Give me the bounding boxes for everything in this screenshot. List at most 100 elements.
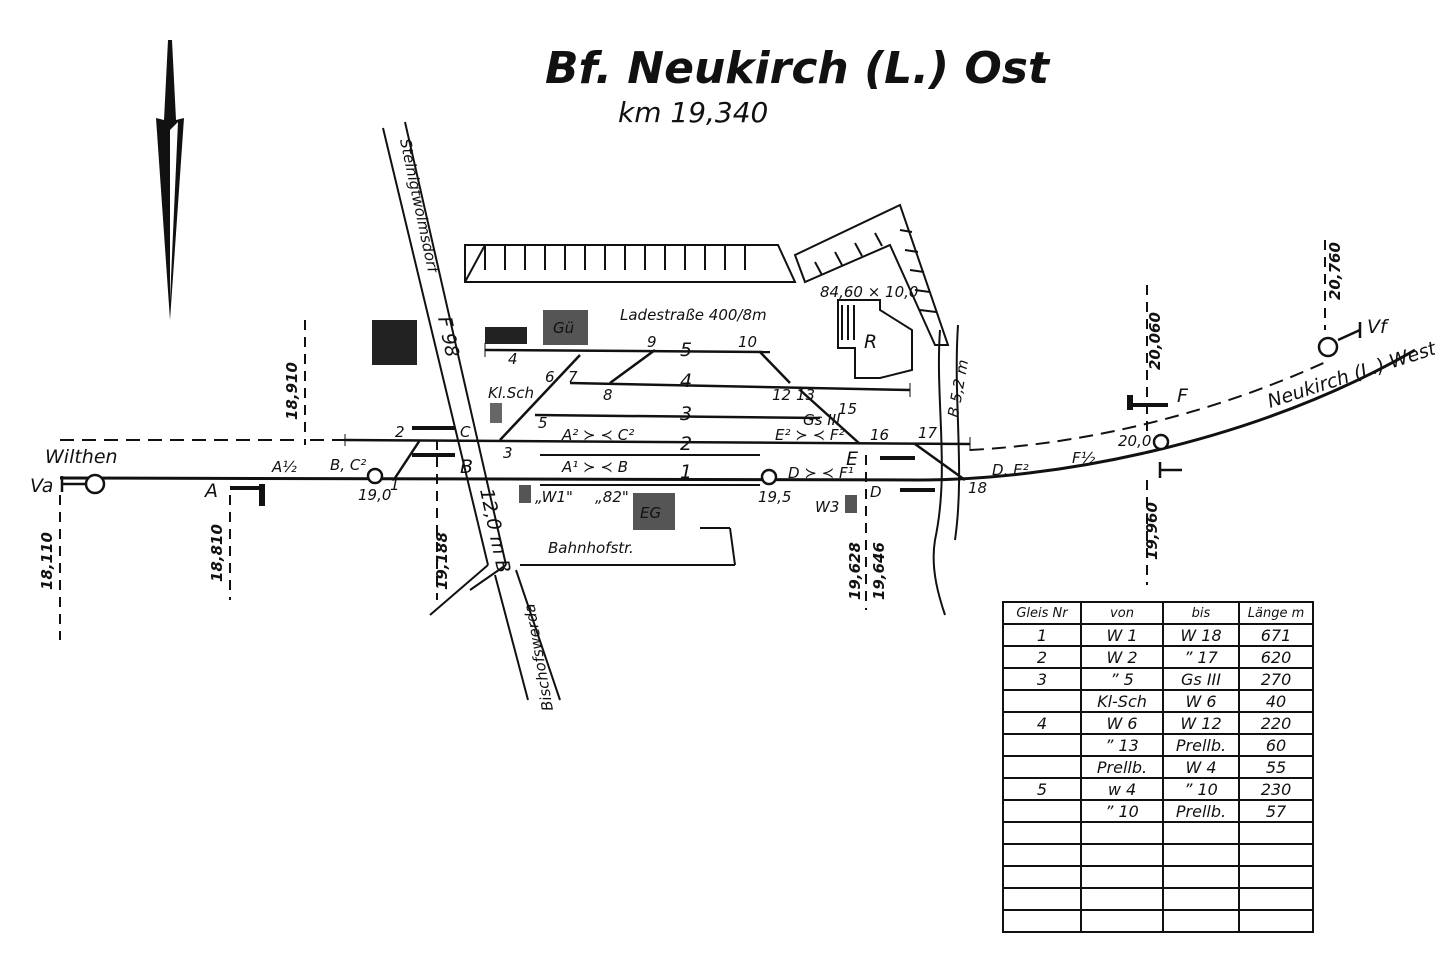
signal-symbols [60,322,1362,506]
label-steinigtwolmsdorf: Steinigtwolmsdorf [396,137,442,276]
table-cell: 2 [1002,645,1082,669]
table-cell [1162,887,1240,911]
label-w3: W3 [815,498,839,516]
table-cell [1162,865,1240,889]
table-cell [1002,733,1082,757]
km-19646: 19,646 [870,542,888,600]
buildings [372,310,857,530]
table-cell: 60 [1238,733,1314,757]
table-cell: 270 [1238,667,1314,691]
label-warehouse: 84,60 × 10,0 [820,283,918,301]
signal-e: E [846,448,858,470]
table-cell [1238,843,1314,867]
signal-b-c2: B, C² [330,456,366,474]
label-wilthen: Wilthen [45,446,118,468]
signal-va: Va [30,475,53,497]
table-cell: 230 [1238,777,1314,801]
station-km: km 19,340 [618,96,768,129]
switch-labels: 1 2 3 4 5 6 7 8 9 10 12 13 15 16 17 18 [390,333,987,497]
table-cell [1080,843,1164,867]
col-bis: bis [1162,601,1240,625]
table-cell: W 4 [1162,755,1240,779]
signal-a-half: A½ [271,458,297,476]
switch-8: 8 [603,386,613,404]
km-ticks [59,240,1326,640]
km-18810: 18,810 [208,524,226,582]
table-cell [1238,887,1314,911]
table-cell [1162,821,1240,845]
table-cell: 1 [1002,623,1082,647]
col-laenge: Länge m [1238,601,1314,625]
table-cell: 3 [1002,667,1082,691]
switch-15: 15 [838,400,857,418]
label-bridge-12: 12,0 m B [475,486,514,575]
table-cell [1002,887,1082,911]
table-cell [1238,821,1314,845]
km-19188: 19,188 [433,532,451,590]
signal-d: D [870,483,882,501]
label-neukirch-west: Neukirch (L.) West [1265,337,1435,413]
signal-vf: Vf [1367,316,1390,338]
signal-f: F [1177,385,1189,407]
signal-a: A [203,480,218,502]
km-18110: 18,110 [38,532,56,590]
table-cell: Kl-Sch [1080,689,1164,713]
switch-13: 13 [796,386,815,404]
track-number-4: 4 [680,370,692,392]
table-cell: 4 [1002,711,1082,735]
table-cell: Prellb. [1162,799,1240,823]
goods-shed [837,299,913,379]
km-19628: 19,628 [846,542,864,600]
label-b82: „82" [595,488,629,506]
table-cell [1002,865,1082,889]
label-eg: EG [640,504,661,522]
table-cell [1002,799,1082,823]
table-row [1002,865,1314,889]
table-cell: ” 17 [1162,645,1240,669]
table-row [1002,821,1314,845]
table-cell: 55 [1238,755,1314,779]
switch-17: 17 [918,424,938,442]
road-f98 [382,121,736,701]
table-header-row: Gleis Nr von bis Länge m [1002,601,1314,625]
signal-c: C [460,423,471,441]
switch-9: 9 [647,333,657,351]
km-20760: 20,760 [1326,242,1344,300]
table-cell: ” 10 [1162,777,1240,801]
table-cell: 220 [1238,711,1314,735]
table-cell: W 6 [1162,689,1240,713]
table-cell [1162,843,1240,867]
switch-16: 16 [870,426,889,444]
table-cell [1080,887,1164,911]
km-post-20-0: 20,0 [1118,432,1151,450]
table-row [1002,843,1314,867]
station-title: Bf. Neukirch (L.) Ost [545,43,1051,94]
loading-ramp [464,203,950,346]
switch-5: 5 [538,414,548,432]
table-cell: Prellb. [1162,733,1240,757]
label-bridge-52: B 5,2 m [944,358,972,419]
table-cell: W 6 [1080,711,1164,735]
signal-e2-f2: E² ≻ ≺ F² [775,426,845,444]
table-cell [1002,843,1082,867]
table-cell [1080,909,1164,933]
table-cell: ” 10 [1080,799,1164,823]
label-ladestrasse: Ladestraße 400/8m [620,306,767,324]
label-bahnhofstr: Bahnhofstr. [548,539,634,557]
switch-12: 12 [772,386,791,404]
switch-10: 10 [738,333,757,351]
table-cell: W 2 [1080,645,1164,669]
km-18910: 18,910 [283,362,301,420]
track-number-3: 3 [680,403,692,425]
label-bischofswerda: Bischofswerda [520,602,557,712]
col-von: von [1080,601,1164,625]
label-gue: Gü [553,319,574,337]
table-cell: 57 [1238,799,1314,823]
